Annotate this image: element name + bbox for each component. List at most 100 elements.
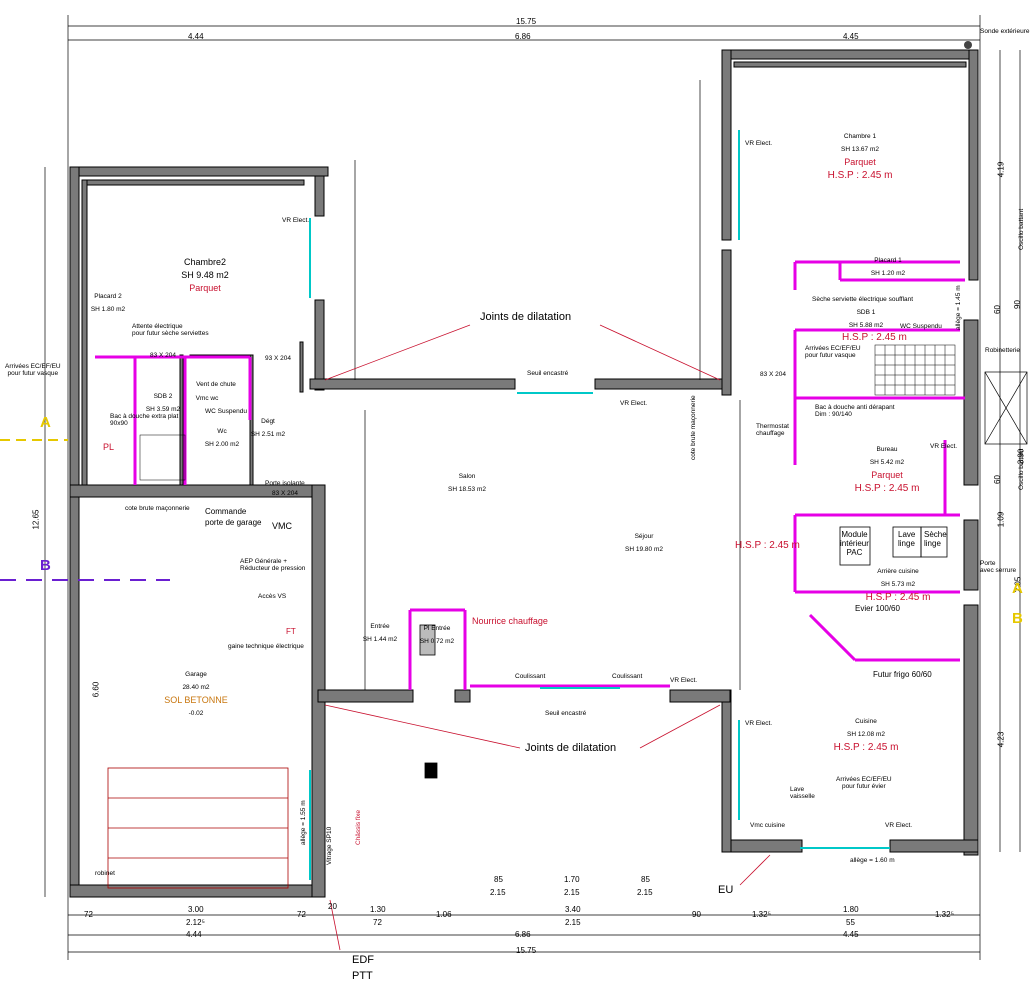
room-name: Chambre2: [183, 257, 227, 267]
ptt: PTT: [352, 970, 373, 982]
dim-right-3: 4.23: [996, 731, 1006, 748]
room-placard2: Placard 2 SH 1.80 m2: [91, 290, 125, 316]
dim-b9: 1.32⁵: [752, 910, 771, 919]
dim-b4: 20: [328, 902, 337, 911]
dim-93-left: 93 X 204: [265, 355, 292, 362]
coulissant-2: Coulissant: [612, 673, 643, 680]
dim-83-left: 83 X 204: [150, 352, 177, 359]
dim-total-bottom: 15.75: [516, 946, 537, 955]
room-hsp: H.S.P : 2.45 m: [854, 483, 920, 494]
robinet: robinet: [95, 870, 115, 877]
dim-w2: 1.70: [564, 875, 580, 884]
seuil-top: Seuil encastré: [527, 370, 569, 377]
arrivees-right: Arrivées EC/EF/EU pour futur vasque: [805, 345, 861, 359]
room-sejour: Séjour SH 19.80 m2: [625, 530, 663, 556]
room-name: Bureau: [876, 446, 898, 453]
dim-right-1: 4.19: [996, 161, 1006, 178]
chassis: Châssis fixe: [355, 809, 362, 845]
joints-bottom: Joints de dilatation: [525, 742, 617, 754]
room-name: Chambre 1: [843, 133, 877, 140]
walls: [69, 49, 979, 898]
dim-right-4: 90: [1012, 300, 1022, 309]
vr-elec-2: VR Elect.: [670, 677, 698, 684]
room-arriere: Arrière cuisine SH 5.73 m2 H.S.P : 2.45 …: [866, 565, 931, 604]
room-area: SH 5.73 m2: [880, 581, 916, 588]
dimension-lines: [44, 15, 1021, 960]
room-area: SH 1.20 m2: [870, 270, 906, 277]
room-salon: Salon SH 18.53 m2: [448, 470, 486, 496]
room-name: Séjour: [634, 533, 654, 540]
vr-elec-3: VR Elect.: [282, 217, 310, 224]
wc-vent: Vent de chute: [196, 381, 236, 388]
room-garage: Garage 28.40 m2 SOL BETONNE -0.02: [164, 668, 228, 720]
lave-vaisselle: Lave vaisselle: [790, 786, 815, 800]
magenta-partitions: [95, 260, 965, 690]
dim-w1b: 2.15: [490, 888, 506, 897]
equipment-boxes: [419, 526, 948, 779]
dim-top-mid: 6.86: [515, 32, 531, 41]
room-entree: Entrée SH 1.44 m2: [363, 620, 397, 646]
joints-top: Joints de dilatation: [480, 311, 572, 323]
dim-b5: 1.30: [370, 905, 386, 914]
shower-grid: [139, 344, 956, 481]
room-name: SDB 1: [856, 309, 876, 316]
dim-b2b: 2.12⁵: [186, 918, 205, 927]
robinetterie: Robinetterie: [985, 347, 1021, 354]
joint-lines: [324, 324, 771, 951]
evier: Evier 100/60: [855, 604, 900, 613]
room-area: 28.40 m2: [182, 684, 210, 691]
dim-right-6: 1.09: [996, 511, 1006, 528]
dim-w1: 85: [494, 875, 503, 884]
porte-serrure: Porte avec serrure: [980, 560, 1017, 574]
room-sdb2: SDB 2 SH 3.59 m2: [146, 390, 180, 416]
dim-right-5: 60: [992, 305, 1002, 314]
lave-linge: Lave linge: [898, 530, 916, 548]
room-degt: Dégt SH 2.51 m2: [251, 415, 285, 441]
room-floor: Parquet: [871, 470, 903, 480]
aep: AEP Générale + Réducteur de pression: [240, 558, 306, 572]
dim-w2b: 2.15: [564, 888, 580, 897]
dim-b8: 90: [692, 910, 701, 919]
vmc-cuisine: Vmc cuisine: [750, 822, 786, 829]
porte-garage: porte de garage: [205, 518, 262, 527]
allege-cuisine: allège = 1.60 m: [850, 857, 895, 864]
room-area: SH 12.08 m2: [847, 731, 885, 738]
dim-b10b: 55: [846, 918, 855, 927]
room-hsp: H.S.P : 2.45 m: [827, 170, 893, 181]
allege-garage: allège = 1.55 m: [300, 800, 307, 845]
dim-b2: 3.00: [188, 905, 204, 914]
room-bureau: Bureau SH 5.42 m2 Parquet H.S.P : 2.45 m: [855, 443, 920, 495]
room-floor: Parquet: [844, 157, 876, 167]
room-cuisine: Cuisine SH 12.08 m2 H.S.P : 2.45 m: [834, 715, 899, 754]
dim-b10: 1.80: [843, 905, 859, 914]
cote-brute-2: cote brute maçonnerie: [690, 395, 697, 460]
garage-door: [107, 767, 289, 889]
arrivees-left: Arrivées EC/EF/EU pour futur vasque: [5, 363, 61, 377]
bac-douche-right: Bac à douche anti dérapant Dim : 90/140: [815, 404, 895, 418]
dim-b11: 1.32⁵: [935, 910, 954, 919]
nourrice: Nourrice chauffage: [472, 616, 548, 626]
room-name: Cuisine: [855, 718, 877, 725]
room-name: Dégt: [261, 418, 275, 425]
sonde-label: Sonde extérieure: [980, 28, 1030, 35]
cote-brute: cote brute maçonnerie: [125, 505, 190, 512]
gaine: gaine technique électrique: [228, 643, 304, 650]
futur-frigo: Futur frigo 60/60: [873, 670, 932, 679]
arrivees-cuisine: Arrivées EC/EF/EU pour futur évier: [836, 776, 892, 790]
room-name: SDB 2: [153, 393, 173, 400]
room-name: Pl Entrée: [423, 625, 451, 632]
room-area: SH 1.44 m2: [362, 636, 398, 643]
oscillo-2: Oscillo battant: [1018, 448, 1025, 490]
room-name: Placard 1: [874, 257, 902, 264]
room-floor: SOL BETONNE: [164, 695, 228, 705]
wc-suspendu: WC Suspendu: [205, 408, 247, 415]
room-name: Entrée: [370, 623, 390, 630]
room-area: SH 5.88 m2: [848, 322, 884, 329]
dim-left-garage: 6.60: [91, 681, 101, 698]
dim-b1: 72: [84, 910, 93, 919]
room-pl-entree: Pl Entrée SH 0.72 m2: [420, 622, 454, 648]
bac-douche-left: Bac à douche extra plat 90x90: [110, 413, 179, 427]
room-area: SH 9.48 m2: [181, 270, 229, 280]
dim-total-top: 15.75: [516, 17, 537, 26]
